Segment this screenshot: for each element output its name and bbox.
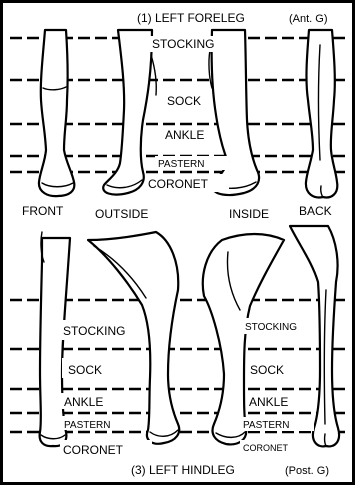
- foreleg-ankle-label: ANKLE: [165, 128, 204, 142]
- hindleg-back-view: [290, 226, 339, 446]
- foreleg-sock-label: SOCK: [167, 94, 201, 108]
- hindleg-right-pastern-label: PASTERN: [243, 420, 290, 431]
- foreleg-inside-view: [209, 30, 259, 195]
- foreleg-outside-outline: [103, 30, 152, 195]
- foreleg-title: (1) LEFT FORELEG: [137, 11, 245, 25]
- hindleg-left-ankle-label: ANKLE: [64, 395, 103, 409]
- foreleg-front-outline: [39, 30, 74, 196]
- hindleg-note: (Post. G): [285, 465, 329, 477]
- foreleg-view-front: FRONT: [22, 204, 64, 218]
- hindleg-title: (3) LEFT HINDLEG: [131, 463, 235, 477]
- foreleg-view-outside: OUTSIDE: [95, 207, 148, 221]
- hindleg-left-stocking-label: STOCKING: [63, 324, 125, 338]
- foreleg-inside-outline: [212, 30, 259, 195]
- foreleg-pastern-label: PASTERN: [158, 159, 205, 170]
- foreleg-note: (Ant. G): [289, 13, 328, 25]
- hindleg-back-outline: [290, 226, 339, 446]
- foreleg-stocking-label: STOCKING: [152, 37, 214, 51]
- foreleg-outside-view: [103, 30, 156, 195]
- hindleg-front-outline: [40, 238, 70, 446]
- hindleg-left-coronet-label: CORONET: [63, 443, 124, 457]
- hindleg-left-sock-label: SOCK: [68, 363, 102, 377]
- foreleg-back-outline: [306, 30, 337, 197]
- foreleg-view-back: BACK: [299, 204, 332, 218]
- foreleg-front-view: [39, 30, 74, 196]
- hindleg-right-stocking-label: STOCKING: [245, 322, 297, 333]
- foreleg-coronet-label: CORONET: [148, 177, 209, 191]
- hindleg-right-sock-label: SOCK: [250, 363, 284, 377]
- hindleg-right-ankle-label: ANKLE: [249, 395, 288, 409]
- hindleg-right-coronet-label: CORONET: [243, 443, 289, 453]
- foreleg-view-inside: INSIDE: [229, 207, 269, 221]
- foreleg-back-view: [306, 30, 337, 197]
- hindleg-left-pastern-label: PASTERN: [64, 420, 111, 431]
